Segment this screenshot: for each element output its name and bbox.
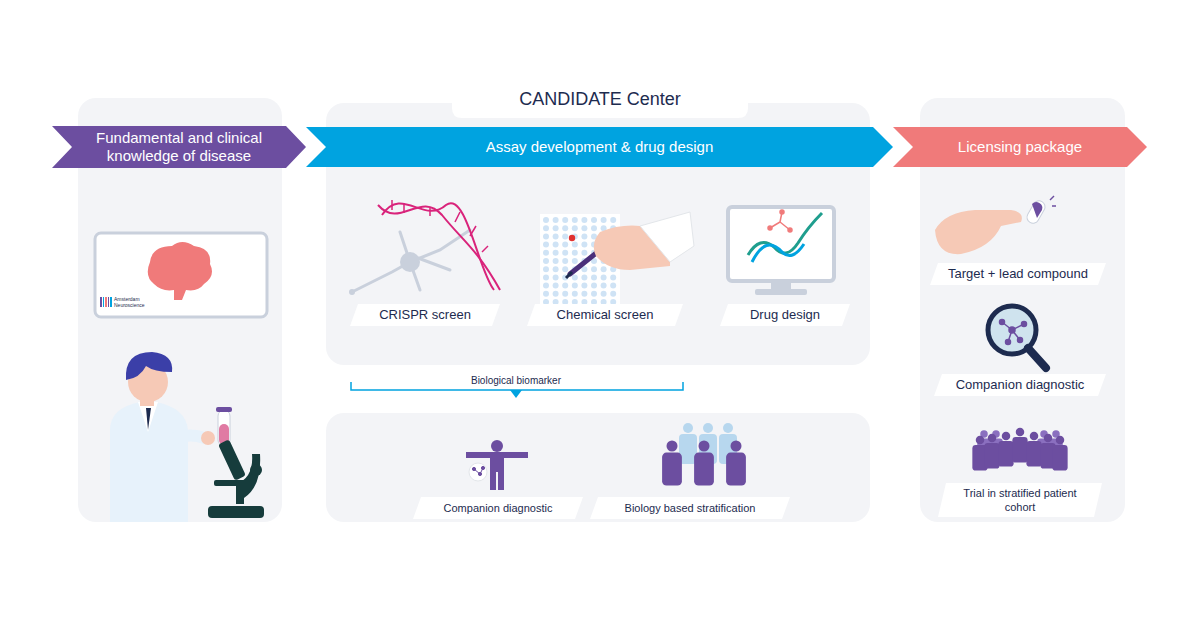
label-tag: Biology based stratification (590, 497, 790, 519)
logo-text: Amsterdam Neuroscience (114, 296, 164, 308)
label-tag: Companion diagnostic (934, 374, 1106, 396)
label-tag: Drug design (720, 304, 850, 326)
band-text: Fundamental and clinical knowledge of di… (79, 129, 279, 165)
label-tag: Companion diagnostic (413, 497, 583, 519)
label-tag: Trial in stratified patient cohort (938, 483, 1102, 517)
tag-text: Target + lead compound (948, 266, 1088, 282)
band-text: Licensing package (958, 138, 1082, 156)
tag-text: Chemical screen (557, 307, 654, 323)
tag-text: Companion diagnostic (956, 377, 1085, 393)
tag-text: Biology based stratification (625, 501, 756, 515)
tag-text: Companion diagnostic (444, 501, 553, 515)
tag-text: Drug design (750, 307, 820, 323)
band-text: Assay development & drug design (486, 138, 714, 156)
chevron-band: Assay development & drug design (306, 127, 893, 167)
label-tag: CRISPR screen (350, 304, 500, 326)
chevron-band: Fundamental and clinical knowledge of di… (52, 126, 306, 168)
tag-text: CRISPR screen (379, 307, 471, 323)
tag-text: Trial in stratified patient cohort (955, 486, 1085, 514)
bracket-label: Biological biomarker (436, 375, 596, 386)
label-tag: Chemical screen (527, 304, 683, 326)
chevron-band: Licensing package (893, 127, 1147, 167)
diagram-title: CANDIDATE Center (452, 89, 748, 110)
label-tag: Target + lead compound (930, 263, 1106, 285)
